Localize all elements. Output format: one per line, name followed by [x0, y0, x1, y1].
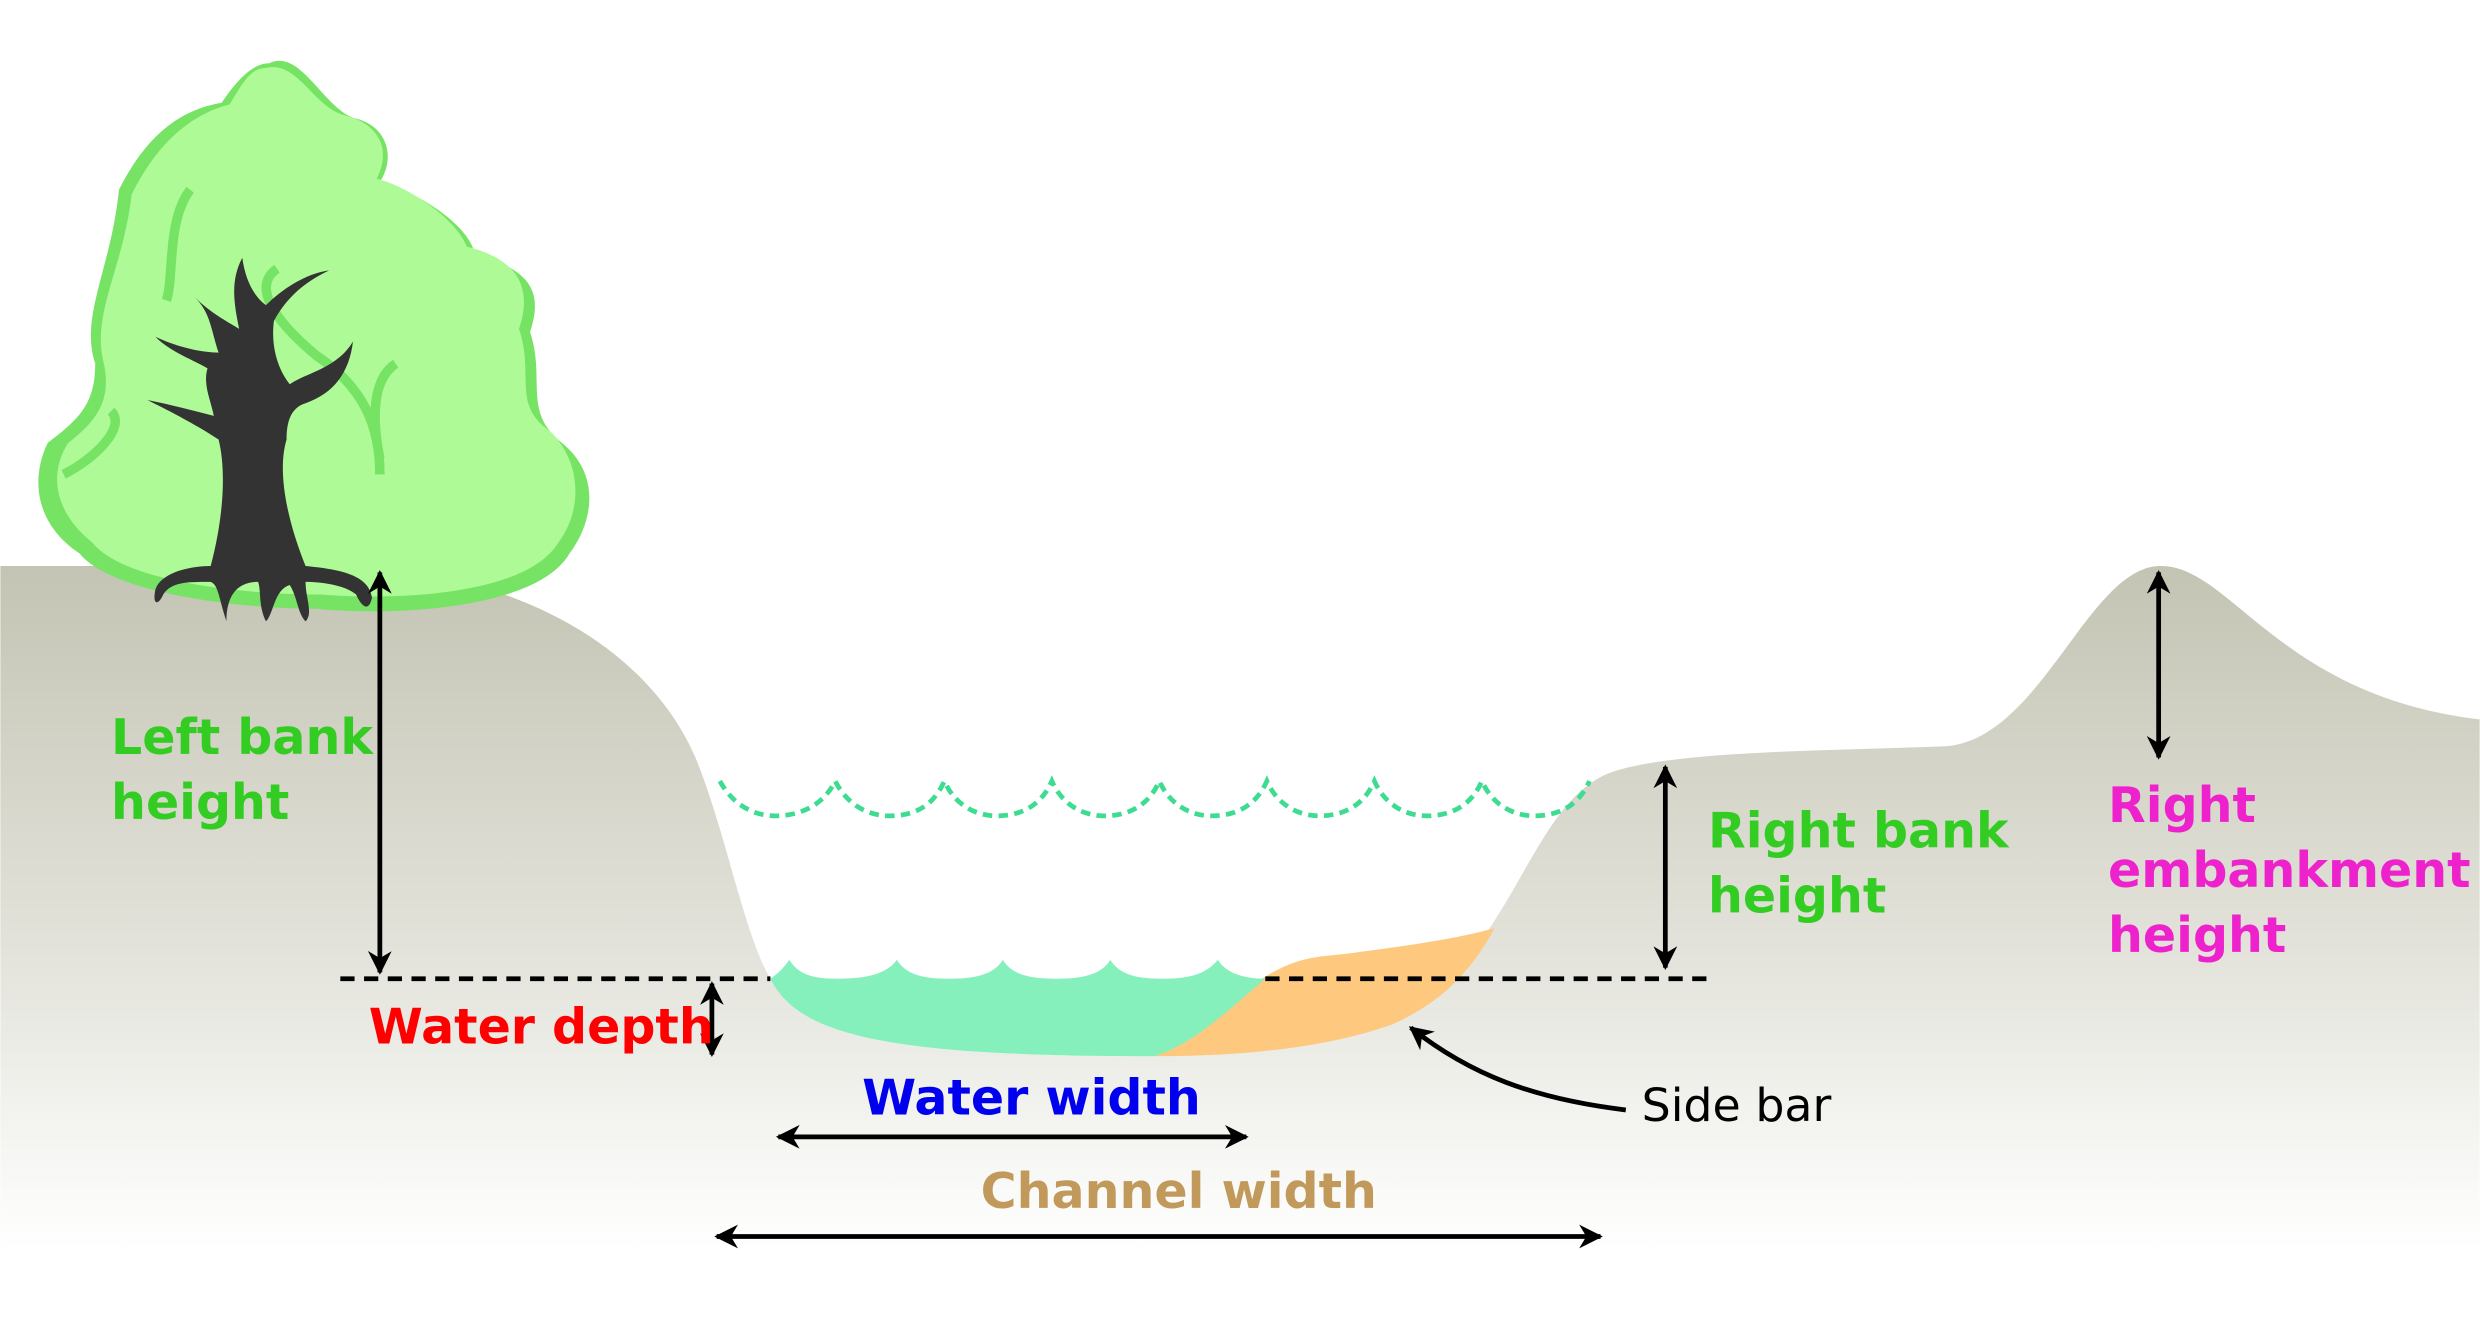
- right-embankment-height-label: Right embankment height: [2108, 777, 2480, 964]
- water-width-label: Water width: [862, 1070, 1201, 1127]
- channel-width-label: Channel width: [981, 1163, 1377, 1220]
- side-bar-pointer-arrow: [1408, 1025, 1627, 1113]
- side-bar-label: Side bar: [1642, 1078, 1832, 1132]
- tree-illustration: [38, 60, 590, 622]
- high-water-line: [717, 775, 1592, 819]
- right-bank-height-label: Right bank height: [1708, 802, 2026, 924]
- ground-profile: [0, 565, 2480, 1325]
- water-depth-label: Water depth: [369, 999, 714, 1056]
- side-bar-deposit: [1154, 928, 1495, 1057]
- water-body: [770, 959, 1266, 1057]
- left-bank-height-label: Left bank height: [111, 709, 390, 831]
